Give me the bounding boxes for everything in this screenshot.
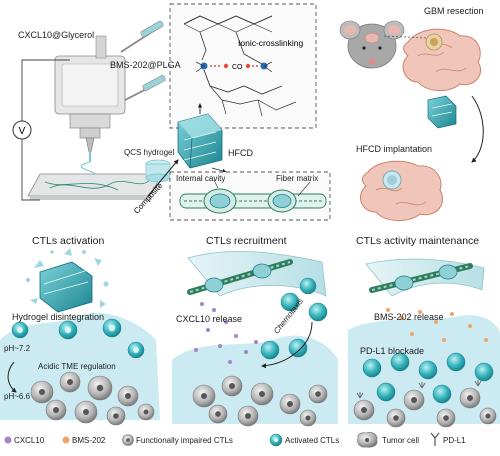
hfcd-label: HFCD xyxy=(228,148,253,158)
hydrogel-disintegration-label: Hydrogel disintegration xyxy=(12,312,105,322)
gbm-resection-brain xyxy=(402,28,482,91)
tumor-cell-legend-icon xyxy=(357,432,378,448)
ph-low-label: pH~6.6 xyxy=(4,392,31,401)
activation-title: CTLs activation xyxy=(32,235,105,247)
electrospinning-setup xyxy=(12,20,166,201)
acidic-tme-label: Acidic TME regulation xyxy=(38,362,116,371)
carbonate-label: CO xyxy=(232,64,243,71)
pdl1-legend-icon xyxy=(430,432,440,446)
legend-pdl1-label: PD-L1 xyxy=(443,435,466,445)
hfcd-scaffold xyxy=(177,113,223,169)
fiber-matrix-label: Fiber matrix xyxy=(276,174,319,183)
composite-arrow xyxy=(147,159,179,197)
legend-tumor: Tumor cell xyxy=(382,432,419,448)
legend-icons xyxy=(4,432,440,448)
voltage-symbol: V xyxy=(19,126,26,137)
bms-release-label: BMS-202 release xyxy=(374,312,444,322)
bms-plga-label: BMS-202@PLGA xyxy=(110,60,181,70)
qcs-hydrogel-label: QCS hydrogel xyxy=(124,148,175,157)
implant-curved-arrow xyxy=(471,95,484,163)
panel-activation xyxy=(0,248,160,426)
crosslinking-box xyxy=(169,3,317,129)
zoom-arrow xyxy=(211,167,227,174)
panel-maintenance xyxy=(348,258,500,428)
mouse-illustration xyxy=(339,20,405,69)
cxcl10-release-label: CXCL10 release xyxy=(176,314,243,324)
legend-activated: Activated CTLs xyxy=(285,432,339,448)
legend-bms202: BMS-202 xyxy=(72,432,105,448)
cxcl10-glycerol-label: CXCL10@Glycerol xyxy=(18,30,95,40)
legend-pdl1: PD-L1 xyxy=(443,432,466,448)
legend-cxcl10: CXCL10 xyxy=(14,432,44,448)
legend-tumor-label: Tumor cell xyxy=(382,435,420,445)
maintenance-title: CTLs activity maintenance xyxy=(356,235,480,247)
legend-cxcl10-label: CXCL10 xyxy=(14,435,45,445)
bms202-legend-icon xyxy=(62,436,70,444)
ionic-crosslinking-label: Ionic-crosslinking xyxy=(238,38,303,48)
qcs-hydrogel-cylinder xyxy=(145,159,171,183)
recruitment-title: CTLs recruitment xyxy=(206,235,287,247)
legend-impaired: Functionally impaired CTLs xyxy=(136,432,233,448)
resection-dashed-line xyxy=(383,35,427,39)
hfcd-implanted-brain xyxy=(360,160,443,221)
implant-cube xyxy=(427,95,457,129)
pdl1-blockade-label: PD-L1 blockade xyxy=(360,346,425,356)
legend-activated-label: Activated CTLs xyxy=(285,435,340,445)
panel-recruitment xyxy=(172,250,338,427)
disintegrating-hydrogel xyxy=(25,248,109,313)
internal-cavity-label: Internal cavity xyxy=(176,174,226,183)
hfcd-implantation-label: HFCD implantation xyxy=(356,144,433,154)
legend-bms202-label: BMS-202 xyxy=(72,435,106,445)
fiber-structure-box xyxy=(169,171,331,221)
ph-high-label: pH~7.2 xyxy=(4,344,31,353)
cxcl10-legend-icon xyxy=(4,436,12,444)
legend-impaired-label: Functionally impaired CTLs xyxy=(136,435,233,445)
gbm-resection-label: GBM resection xyxy=(424,6,484,16)
